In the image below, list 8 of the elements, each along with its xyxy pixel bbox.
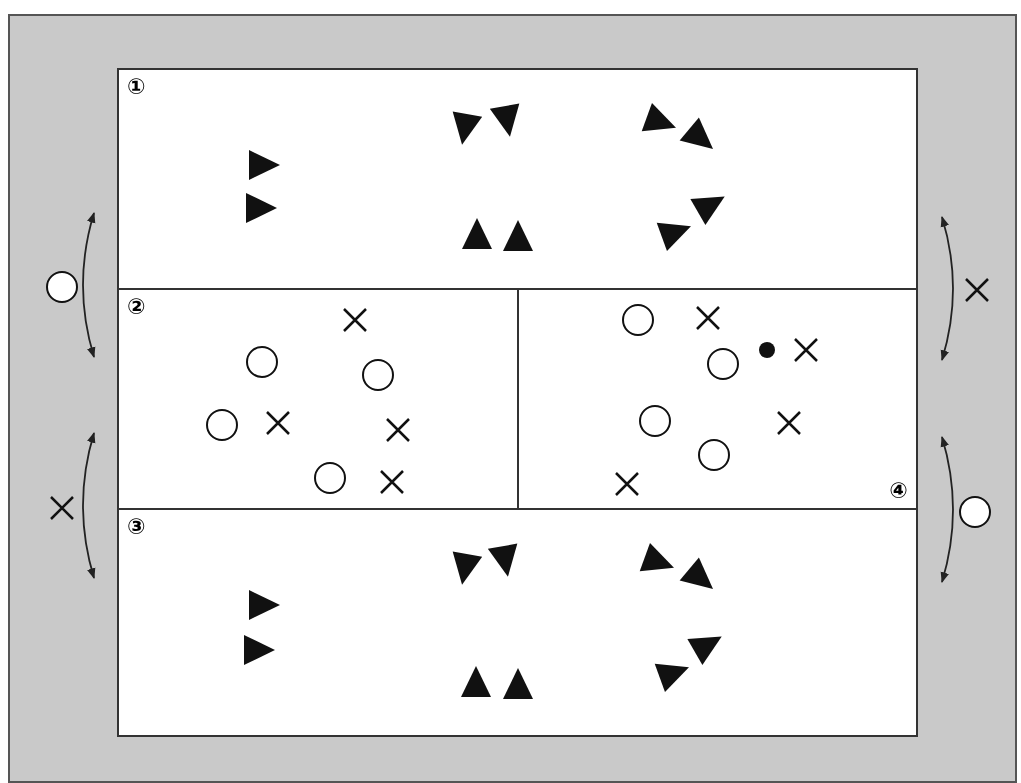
- field-zone: [117, 288, 519, 510]
- field-zone: [517, 288, 918, 510]
- field-zone: [117, 508, 918, 737]
- zone-number: ①: [127, 76, 146, 98]
- field-zone: [117, 68, 918, 290]
- zone-number: ③: [127, 516, 146, 538]
- zone-number: ②: [127, 296, 146, 318]
- zone-number: ④: [889, 480, 908, 502]
